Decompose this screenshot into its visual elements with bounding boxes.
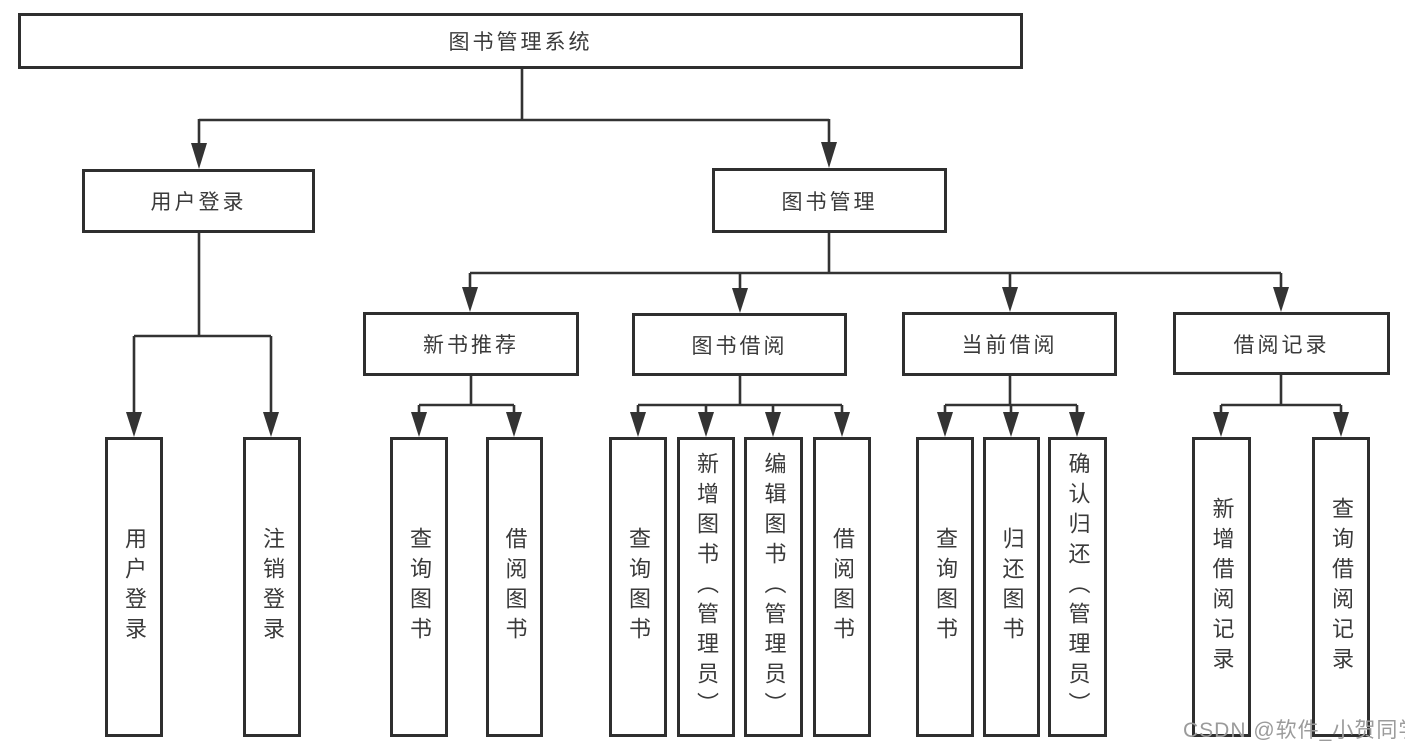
- arrowheads-root: [191, 142, 837, 169]
- leaf-borrow-book-recommend: 借阅图书: [486, 437, 543, 737]
- node-user-login: 用户登录: [82, 169, 315, 233]
- connector-new-book-recommend: [417, 376, 516, 413]
- connector-user-login: [132, 233, 273, 413]
- leaf-confirm-return-admin: 确认归还（管理员）: [1048, 437, 1107, 737]
- leaf-return-book-label: 归还图书: [999, 527, 1025, 647]
- node-root-label: 图书管理系统: [448, 31, 593, 54]
- node-borrow-record: 借阅记录: [1173, 312, 1390, 375]
- arrowheads-book-management: [462, 287, 1289, 313]
- leaf-add-book-admin-label: 新增图书（管理员）: [694, 452, 719, 722]
- leaf-query-book-recommend-label: 查询图书: [407, 527, 432, 647]
- leaf-query-book-borrow-label: 查询图书: [626, 527, 651, 647]
- leaf-add-borrow-record-label: 新增借阅记录: [1209, 497, 1235, 677]
- leaf-borrow-book: 借阅图书: [813, 437, 871, 737]
- leaf-borrow-book-recommend-label: 借阅图书: [502, 527, 528, 647]
- leaf-query-book-recommend: 查询图书: [390, 437, 448, 737]
- leaf-query-book-current-label: 查询图书: [933, 527, 958, 647]
- leaf-confirm-return-admin-label: 确认归还（管理员）: [1065, 452, 1091, 722]
- connector-root: [197, 68, 831, 145]
- arrowheads-borrow-record: [1213, 412, 1349, 437]
- node-book-borrow: 图书借阅: [632, 313, 847, 376]
- arrowheads-user-login: [126, 412, 279, 437]
- node-user-login-label: 用户登录: [150, 191, 247, 214]
- leaf-edit-book-admin: 编辑图书（管理员）: [744, 437, 803, 737]
- leaf-add-borrow-record: 新增借阅记录: [1192, 437, 1251, 737]
- leaf-query-borrow-record-label: 查询借阅记录: [1329, 497, 1354, 677]
- node-current-borrow-label: 当前借阅: [961, 334, 1058, 357]
- arrowheads-current-borrow: [937, 412, 1085, 437]
- leaf-user-login-label: 用户登录: [122, 527, 147, 647]
- leaf-logout: 注销登录: [243, 437, 301, 737]
- node-borrow-record-label: 借阅记录: [1233, 333, 1330, 357]
- node-new-book-recommend-label: 新书推荐: [423, 334, 519, 357]
- node-book-borrow-label: 图书借阅: [691, 334, 788, 358]
- connector-book-borrow: [636, 376, 844, 413]
- node-root: 图书管理系统: [18, 13, 1023, 69]
- leaf-add-book-admin: 新增图书（管理员）: [677, 437, 735, 737]
- leaf-query-book-borrow: 查询图书: [609, 437, 667, 737]
- leaf-logout-label: 注销登录: [260, 527, 285, 647]
- leaf-edit-book-admin-label: 编辑图书（管理员）: [761, 452, 787, 722]
- node-book-management-label: 图书管理: [781, 190, 878, 214]
- leaf-query-book-current: 查询图书: [916, 437, 974, 737]
- leaf-user-login: 用户登录: [105, 437, 163, 737]
- connector-borrow-record: [1219, 375, 1343, 413]
- node-new-book-recommend: 新书推荐: [363, 312, 579, 376]
- connector-book-management: [468, 233, 1283, 289]
- connector-current-borrow: [943, 376, 1079, 413]
- node-book-management: 图书管理: [712, 168, 947, 233]
- arrowheads-new-book-recommend: [411, 412, 522, 437]
- csdn-watermark: CSDN @软件_小贺同学: [1183, 719, 1405, 742]
- node-current-borrow: 当前借阅: [902, 312, 1117, 376]
- leaf-return-book: 归还图书: [983, 437, 1040, 737]
- leaf-borrow-book-label: 借阅图书: [830, 527, 855, 647]
- arrowheads-book-borrow: [630, 412, 850, 437]
- leaf-query-borrow-record: 查询借阅记录: [1312, 437, 1370, 737]
